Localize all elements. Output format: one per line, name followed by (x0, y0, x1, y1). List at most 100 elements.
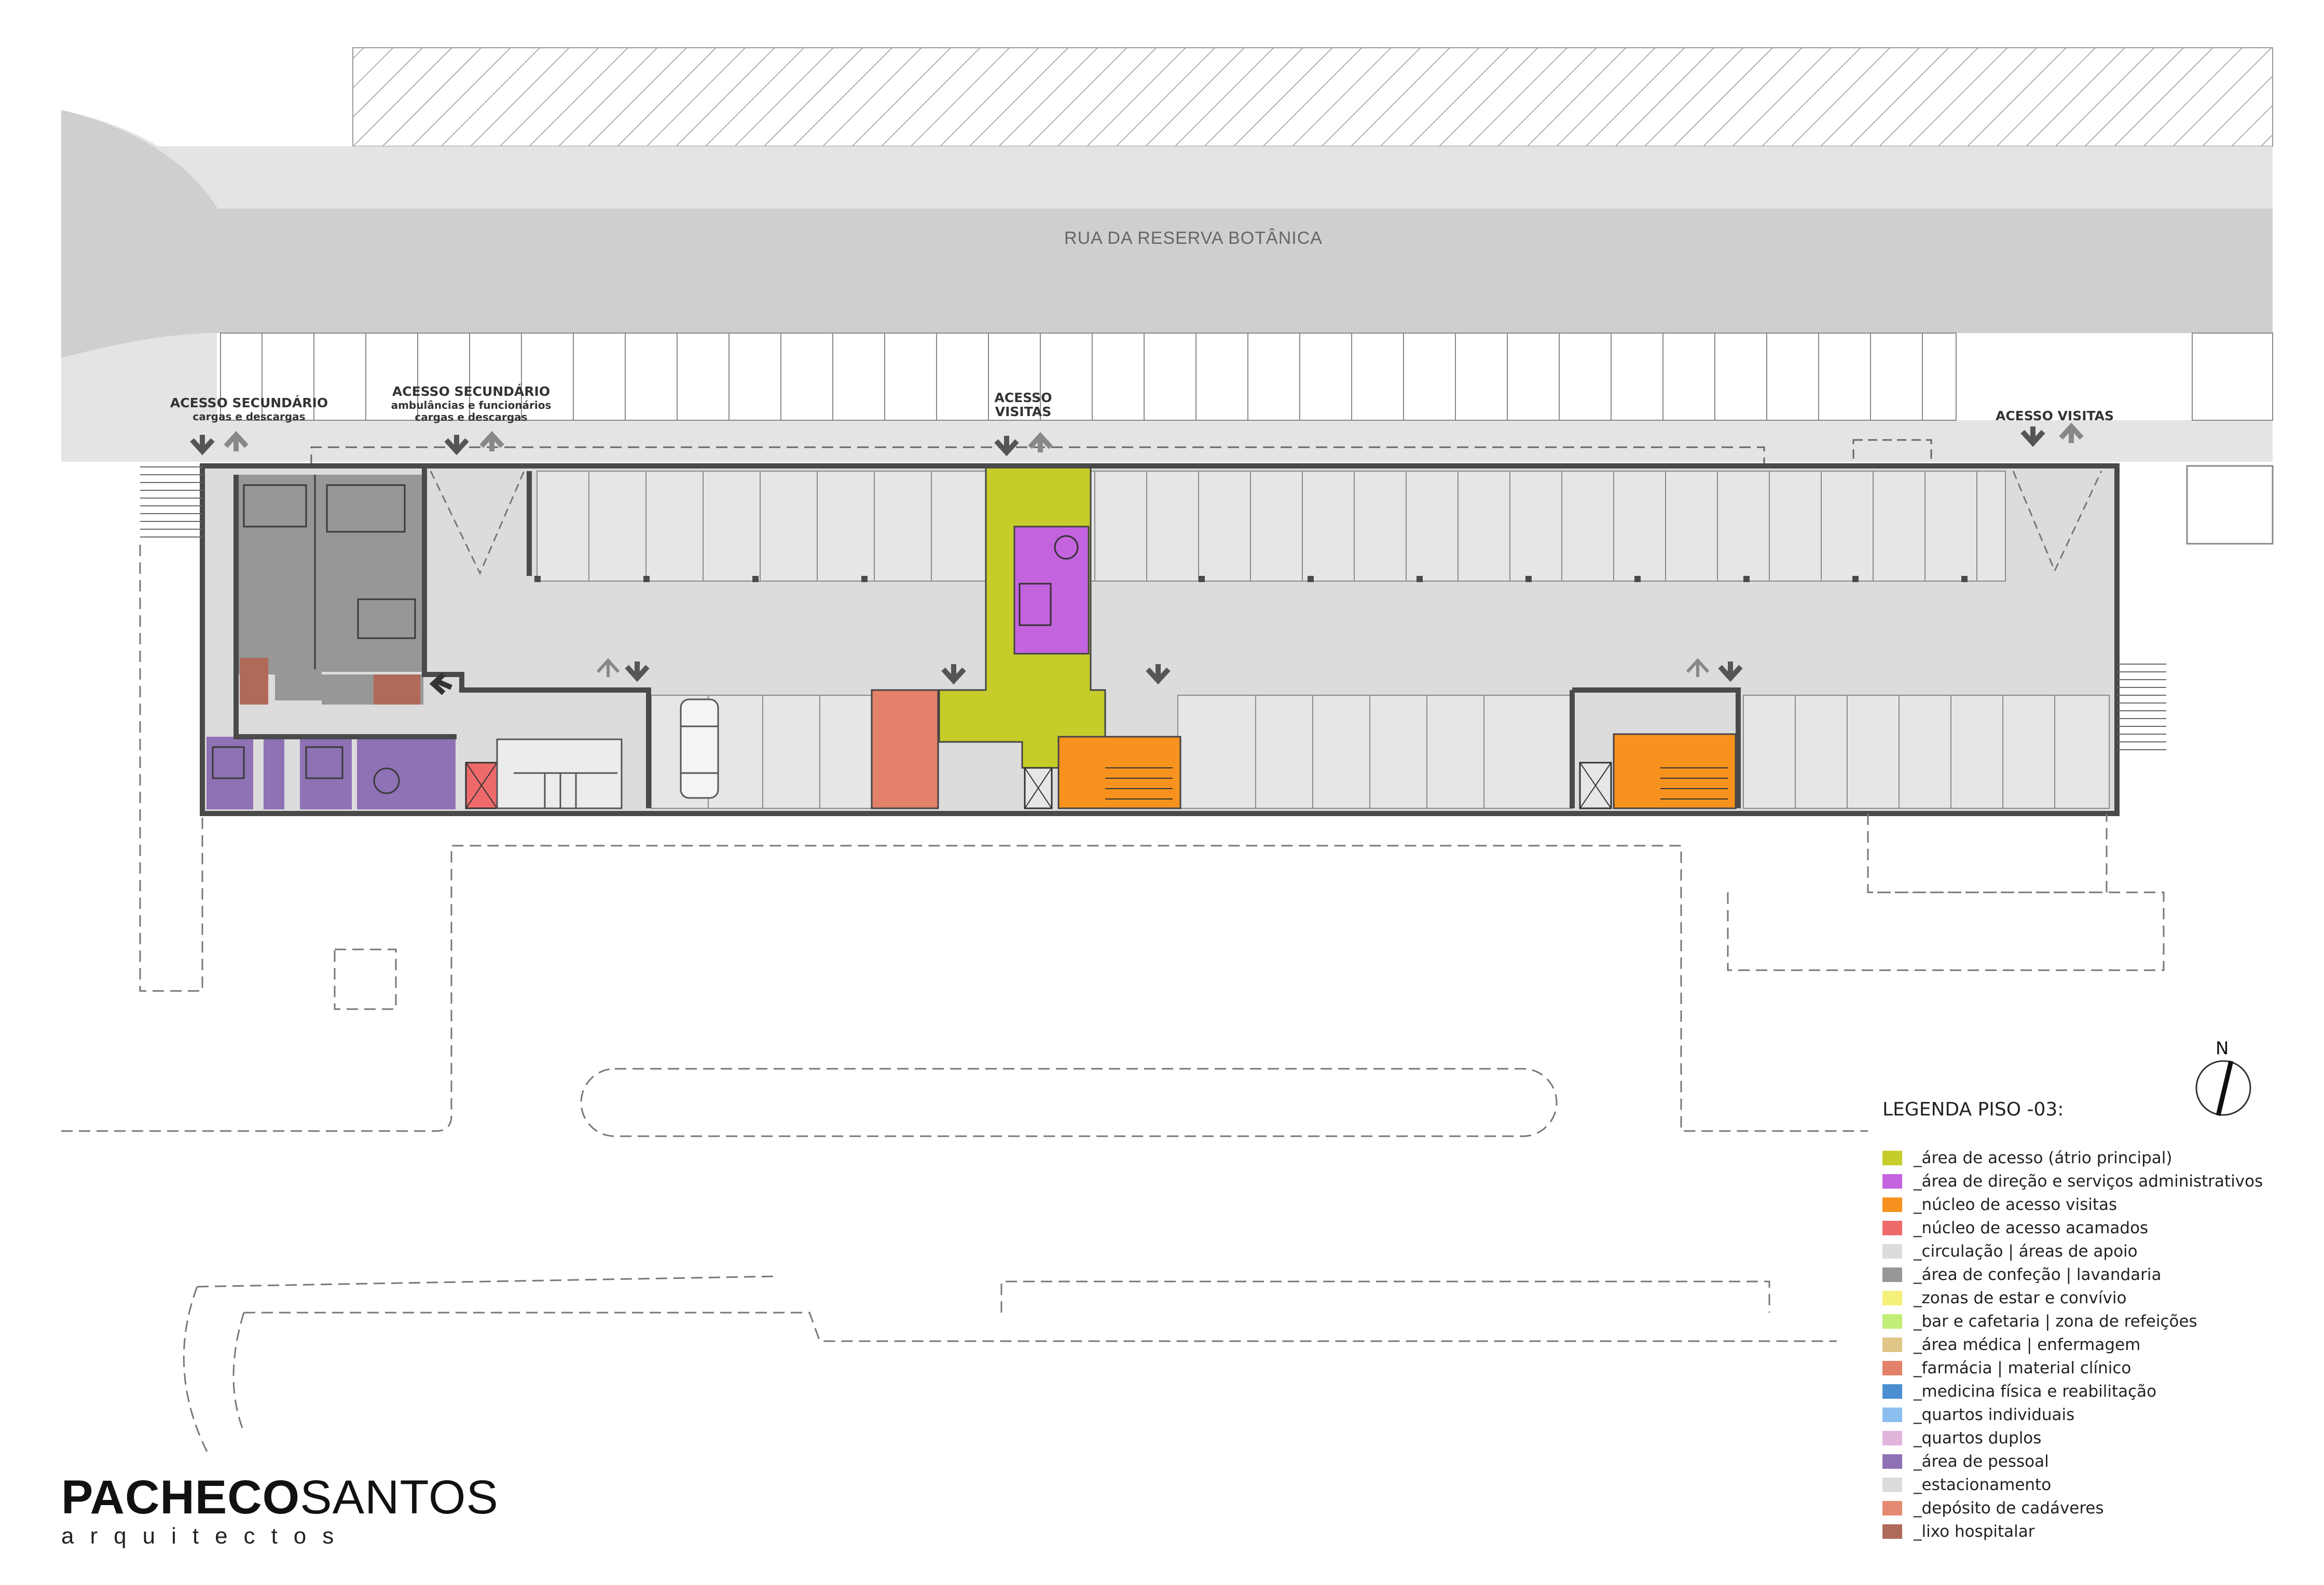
legend-item: _área de acesso (átrio principal) (1882, 1146, 2308, 1169)
legend-label: _área médica | enfermagem (1914, 1335, 2141, 1354)
access-label-3-title: ACESSO (995, 390, 1052, 405)
legend-items: _área de acesso (átrio principal)_área d… (1882, 1146, 2308, 1543)
legend-swatch (1882, 1244, 1902, 1259)
legend-swatch (1882, 1477, 1902, 1492)
arrow-in-icon (1146, 664, 1171, 685)
ramps (430, 471, 2102, 575)
access-arrows (190, 422, 2084, 695)
legend-swatch (1882, 1337, 1902, 1352)
arrow-out-icon (1686, 658, 1710, 677)
curb-left (61, 333, 217, 420)
access-label-3: ACESSO VISITAS (995, 390, 1052, 419)
building-walls (200, 463, 2120, 816)
waste-room-2 (374, 674, 420, 705)
street-name: RUA DA RESERVA BOTÂNICA (1064, 228, 1323, 248)
legend-label: _estacionamento (1914, 1475, 2052, 1494)
exterior-stairs-left (140, 466, 202, 537)
service-stairs (496, 738, 623, 809)
right-annex-box (2186, 465, 2274, 545)
arrow-out-icon (224, 431, 249, 451)
logo-light: SANTOS (300, 1471, 499, 1524)
staff-area (207, 737, 456, 809)
legend-item: _área médica | enfermagem (1882, 1333, 2308, 1356)
north-label: N (2216, 1038, 2229, 1059)
legend-swatch (1882, 1174, 1902, 1189)
pharmacy-room (871, 689, 939, 809)
legend-item: _área de pessoal (1882, 1450, 2308, 1473)
logo-bold: PACHECO (61, 1471, 300, 1524)
legend-swatch (1882, 1454, 1902, 1469)
visitor-core-2 (1613, 733, 1737, 809)
site-dashed-lines (61, 545, 2165, 1453)
parking-bays-upper (537, 471, 2006, 582)
legend-swatch (1882, 1360, 1902, 1375)
waste-room-1 (240, 658, 268, 705)
legend-item: _lixo hospitalar (1882, 1520, 2308, 1543)
legend-item: _núcleo de acesso visitas (1882, 1193, 2308, 1216)
legend-swatch (1882, 1524, 1902, 1539)
legend-swatch (1882, 1500, 1902, 1515)
arrow-in-icon (2020, 426, 2045, 447)
logo-subtitle: arquitectos (61, 1523, 350, 1549)
canopy-small (1852, 439, 1932, 467)
access-label-4-title: ACESSO VISITAS (1996, 408, 2114, 423)
street-parking (220, 333, 1957, 421)
street-annex (2192, 333, 2273, 421)
arrow-in-icon (941, 664, 966, 685)
column-marks (534, 576, 1968, 582)
legend-item: _área de direção e serviços administrati… (1882, 1169, 2308, 1193)
arrow-in-icon (625, 661, 650, 682)
access-label-3-sub: VISITAS (995, 404, 1051, 419)
legend-label: _zonas de estar e convívio (1914, 1288, 2127, 1307)
legend-label: _depósito de cadáveres (1914, 1498, 2104, 1518)
legend-swatch (1882, 1314, 1902, 1329)
vehicle-icon (680, 698, 719, 799)
legend-label: _área de confeção | lavandaria (1914, 1265, 2162, 1284)
legend-swatch (1882, 1197, 1902, 1212)
legend-label: _medicina física e reabilitação (1914, 1382, 2157, 1401)
arrow-out-icon (596, 658, 620, 677)
legend-swatch (1882, 1150, 1902, 1165)
legend-swatch (1882, 1430, 1902, 1445)
access-label-2: ACESSO SECUNDÁRIO ambulâncias e funcioná… (391, 384, 552, 423)
legend: LEGENDA PISO -03: _área de acesso (átrio… (1882, 1099, 2308, 1543)
parking-bays-lower (651, 695, 2110, 809)
legend-label: _quartos individuais (1914, 1405, 2075, 1424)
exterior-stairs-right (2117, 664, 2166, 750)
legend-item: _zonas de estar e convívio (1882, 1286, 2308, 1310)
legend-label: _farmácia | material clínico (1914, 1358, 2132, 1377)
legend-label: _circulação | áreas de apoio (1914, 1242, 2138, 1261)
legend-label: _núcleo de acesso visitas (1914, 1195, 2117, 1214)
access-label-4: ACESSO VISITAS (1996, 408, 2114, 423)
arrow-out-icon (2059, 422, 2084, 443)
arrow-out-icon (1028, 432, 1053, 452)
arrow-in-icon (444, 435, 469, 456)
legend-swatch (1882, 1290, 1902, 1305)
legend-item: _circulação | áreas de apoio (1882, 1239, 2308, 1263)
sidewalk (61, 110, 2273, 209)
legend-item: _depósito de cadáveres (1882, 1496, 2308, 1520)
legend-label: _lixo hospitalar (1914, 1522, 2035, 1541)
legend-swatch (1882, 1407, 1902, 1422)
legend-item: _quartos individuais (1882, 1403, 2308, 1426)
legend-item: _estacionamento (1882, 1473, 2308, 1496)
access-label-2-sub2: cargas e descargas (415, 411, 527, 423)
street-road (61, 110, 2273, 358)
north-arrow: N (2195, 1038, 2251, 1117)
access-label-2-title: ACESSO SECUNDÁRIO (392, 384, 550, 399)
legend-item: _quartos duplos (1882, 1426, 2308, 1450)
legend-label: _bar e cafetaria | zona de refeições (1914, 1312, 2197, 1331)
arrow-left-icon (429, 672, 452, 695)
arrow-in-icon (190, 435, 215, 456)
legend-item: _medicina física e reabilitação (1882, 1380, 2308, 1403)
legend-label: _núcleo de acesso acamados (1914, 1218, 2149, 1237)
firm-logo: PACHECOSANTOS arquitectos (61, 1473, 499, 1549)
hatched-block (352, 47, 2273, 147)
access-label-1: ACESSO SECUNDÁRIO cargas e descargas (170, 395, 328, 423)
access-label-1-title: ACESSO SECUNDÁRIO (170, 395, 328, 410)
legend-item: _núcleo de acesso acamados (1882, 1216, 2308, 1239)
arrow-out-icon (479, 431, 504, 451)
legend-swatch (1882, 1220, 1902, 1235)
access-label-1-sub: cargas e descargas (192, 410, 305, 423)
